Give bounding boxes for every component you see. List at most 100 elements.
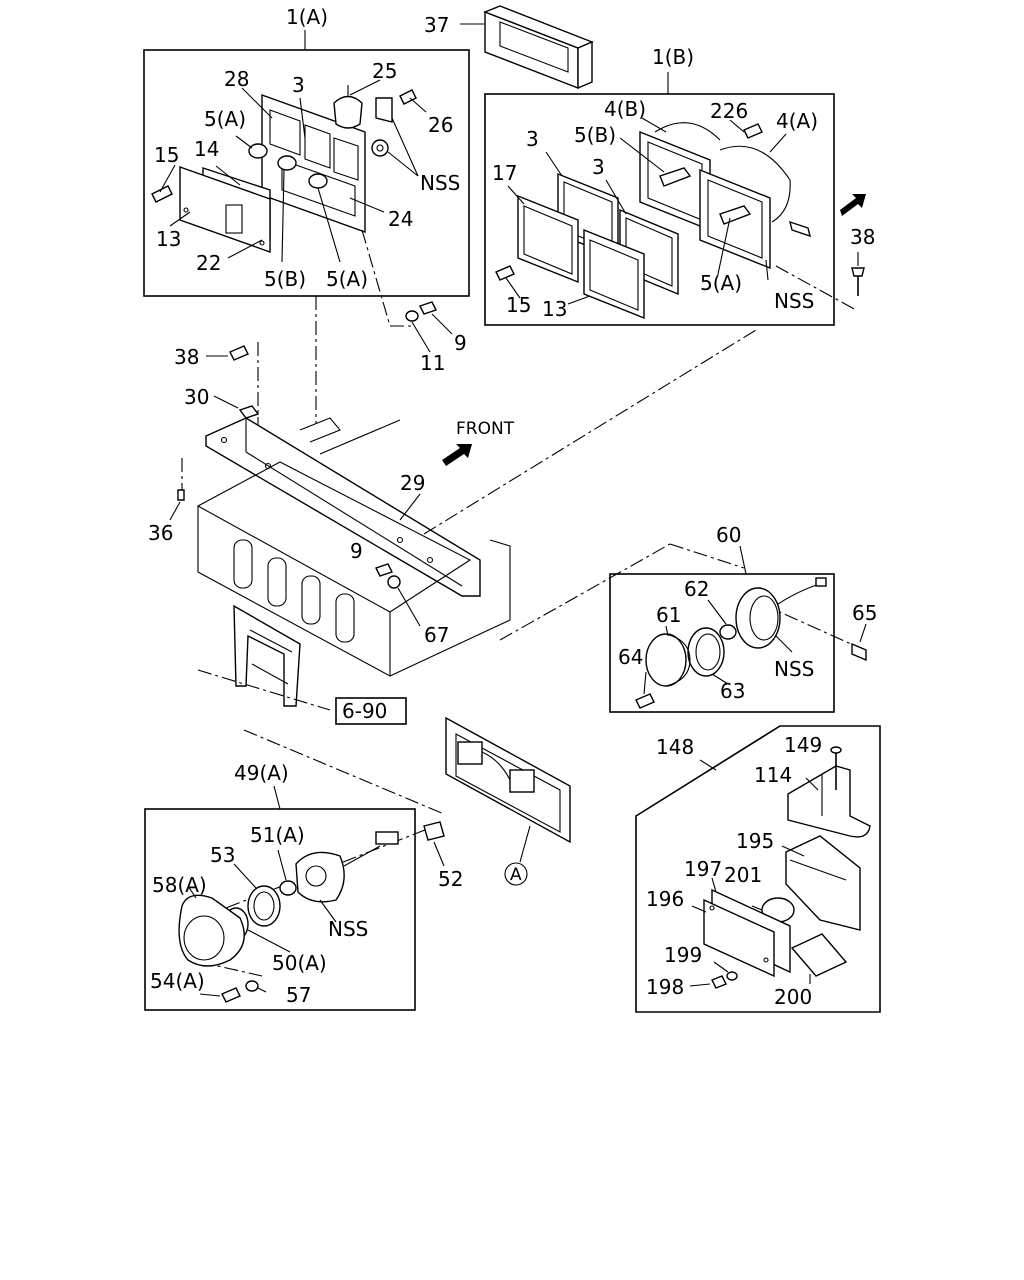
label-67: 67 — [424, 623, 449, 647]
label-38b: 38 — [850, 225, 875, 249]
washer-57 — [245, 980, 259, 992]
group-60 — [609, 545, 867, 713]
screw-149 — [830, 746, 842, 754]
washer-199 — [726, 971, 738, 981]
label-52: 52 — [438, 867, 463, 891]
label-3-1b-second: 3 — [592, 155, 605, 179]
label-148: 148 — [656, 735, 694, 759]
label-11: 11 — [420, 351, 445, 375]
lens-61 — [645, 633, 687, 687]
label-6-90: 6-90 — [342, 699, 387, 723]
screw-64 — [635, 693, 655, 709]
label-front: FRONT — [456, 419, 515, 439]
bulb-5a-1 — [248, 143, 268, 159]
label-196: 196 — [646, 887, 684, 911]
front-arrow — [442, 444, 472, 466]
label-61: 61 — [656, 603, 681, 627]
ref-6-90-box — [335, 697, 407, 725]
step-bracket — [233, 604, 301, 707]
screw-26 — [399, 89, 417, 105]
label-65: 65 — [852, 601, 877, 625]
gasket-63 — [687, 627, 725, 677]
label-50a: 50(A) — [272, 951, 327, 975]
bulb-5b-2 — [659, 167, 692, 187]
bulb-51a — [279, 880, 297, 896]
screw-15b — [495, 265, 515, 281]
bolt-38b — [851, 267, 865, 277]
label-15b: 15 — [506, 293, 531, 317]
label-64: 64 — [618, 645, 643, 669]
marker-lamp-body-60 — [735, 587, 781, 649]
harness-plug — [375, 831, 399, 845]
label-201: 201 — [724, 863, 762, 887]
screw-15a — [151, 185, 173, 203]
label-17: 17 — [492, 161, 517, 185]
label-62: 62 — [684, 577, 709, 601]
housing-195 — [785, 835, 861, 931]
screw-198 — [711, 975, 727, 989]
bulb-5a-2 — [308, 173, 328, 189]
harness-connector-2 — [509, 769, 535, 793]
label-5a-3: 5(A) — [700, 271, 742, 295]
label-226: 226 — [710, 99, 748, 123]
label-15a: 15 — [154, 143, 179, 167]
harness-a — [445, 716, 571, 886]
label-5a-1: 5(A) — [204, 107, 246, 131]
label-57: 57 — [286, 983, 311, 1007]
group-1a — [143, 30, 470, 297]
connector-52 — [423, 821, 445, 841]
grommet-nss — [371, 139, 389, 157]
bracket-37 — [460, 5, 594, 90]
washer-11 — [405, 310, 419, 322]
label-28: 28 — [224, 67, 249, 91]
label-1b: 1(B) — [652, 45, 694, 69]
label-nss-2: NSS — [774, 289, 814, 313]
label-4b: 4(B) — [604, 97, 646, 121]
label-5b-1: 5(B) — [264, 267, 306, 291]
label-200: 200 — [774, 985, 812, 1009]
label-circle-a: A — [510, 865, 522, 885]
label-60: 60 — [716, 523, 741, 547]
washer-67 — [387, 575, 401, 589]
screw-36 — [177, 489, 185, 501]
label-5a-2: 5(A) — [326, 267, 368, 291]
label-4a: 4(A) — [776, 109, 818, 133]
bracket-114 — [787, 765, 871, 838]
label-nss-4: NSS — [328, 917, 368, 941]
bulb-5b-1 — [277, 155, 297, 171]
lens-13a — [179, 166, 271, 253]
label-13a: 13 — [156, 227, 181, 251]
group-148 — [635, 725, 881, 1013]
label-26: 26 — [428, 113, 453, 137]
group-49a — [144, 785, 445, 1011]
group-1b — [484, 72, 866, 326]
lamp-housing-plate — [261, 94, 366, 233]
bulb-5a-3 — [719, 205, 752, 225]
lens-13b — [583, 228, 645, 320]
label-nss-1: NSS — [420, 171, 460, 195]
label-29: 29 — [400, 471, 425, 495]
flasher-25 — [333, 95, 363, 129]
screw-54a — [221, 987, 241, 1003]
label-199: 199 — [664, 943, 702, 967]
label-49a: 49(A) — [234, 761, 289, 785]
group-1b-frame — [484, 93, 835, 326]
screw-226 — [743, 123, 763, 139]
group-148-frame — [635, 725, 881, 1013]
label-149: 149 — [784, 733, 822, 757]
label-37: 37 — [424, 13, 449, 37]
nut-9a — [419, 301, 437, 315]
label-5b-2: 5(B) — [574, 123, 616, 147]
label-3-1a: 3 — [292, 73, 305, 97]
label-197: 197 — [684, 857, 722, 881]
ref-circle-a — [504, 862, 528, 886]
label-9a: 9 — [454, 331, 467, 355]
label-30: 30 — [184, 385, 209, 409]
label-51a: 51(A) — [250, 823, 305, 847]
nut-9b — [375, 563, 393, 577]
bolt-38a — [229, 345, 249, 361]
nut-30 — [238, 405, 260, 419]
lamp-connector — [815, 577, 827, 587]
label-14: 14 — [194, 137, 219, 161]
